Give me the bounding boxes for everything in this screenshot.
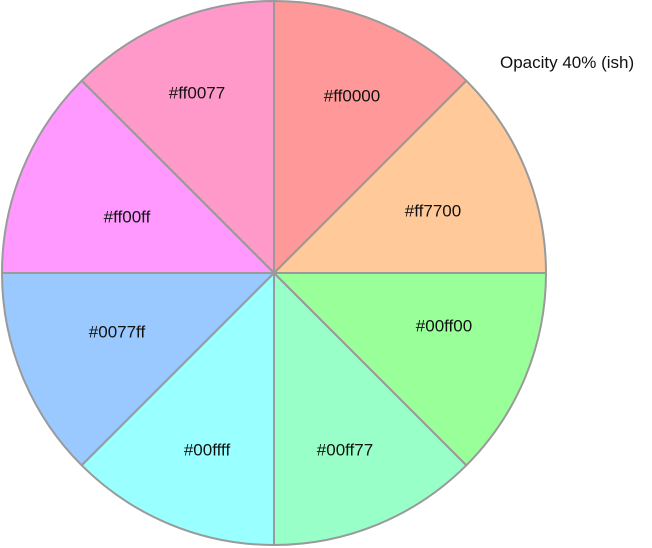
segment-label-00ffff: #00ffff [184, 440, 231, 459]
wheel-segment-ff0077 [80, 0, 275, 274]
wheel-segment-ff0000 [273, 0, 468, 274]
segment-label-ff0000: #ff0000 [324, 86, 380, 105]
wheel-segment-00ff00 [273, 272, 547, 467]
segment-label-ff7700: #ff7700 [405, 201, 461, 220]
wheel-segment-ff00ff [1, 79, 275, 274]
segment-label-00ff00: #00ff00 [416, 316, 472, 335]
wheel-segment-00ff77 [273, 272, 468, 546]
wheel-segment-00ffff [80, 272, 275, 546]
segment-label-00ff77: #00ff77 [317, 440, 373, 459]
wheel-segment-0077ff [1, 272, 275, 467]
segment-label-ff0077: #ff0077 [169, 83, 225, 102]
segment-label-0077ff: #0077ff [89, 322, 146, 341]
opacity-note: Opacity 40% (ish) [500, 53, 635, 72]
segment-label-ff00ff: #ff00ff [104, 207, 151, 226]
wheel-segment-ff7700 [273, 79, 547, 274]
